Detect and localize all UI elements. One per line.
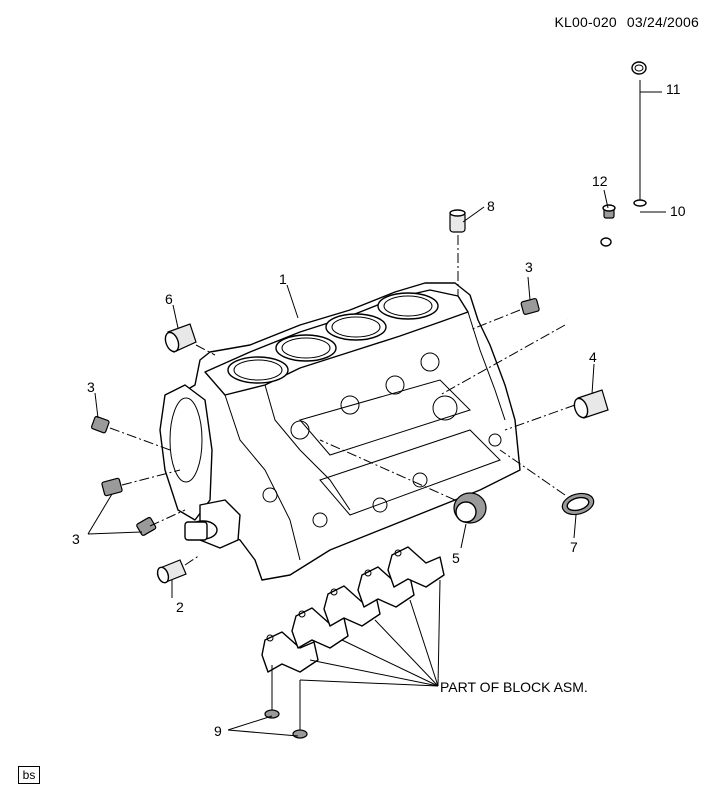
cap-bolts-9 — [264, 665, 308, 739]
diagram-date: 03/24/2006 — [626, 14, 699, 30]
seal-5 — [453, 492, 487, 524]
plug-3-left-bottom — [136, 516, 157, 536]
callout-5: 5 — [452, 550, 460, 566]
dowel-pin-8 — [449, 209, 466, 233]
diagram-code: KL00-020 — [554, 14, 617, 30]
callout-4: 4 — [589, 349, 597, 365]
callouts: 1 8 6 3 3 3 2 4 5 7 11 12 10 9 PART OF B… — [72, 81, 686, 739]
diagram-header: KL00-020 03/24/2006 — [555, 14, 700, 30]
plug-3-right — [520, 297, 540, 315]
plug-3-left-top — [90, 415, 110, 434]
callout-8: 8 — [487, 198, 495, 214]
callout-10: 10 — [670, 203, 686, 219]
callout-9: 9 — [214, 723, 222, 739]
oring-7 — [561, 492, 595, 516]
bearing-caps — [261, 546, 445, 673]
callout-11: 11 — [666, 81, 681, 97]
bolt-12 — [602, 204, 616, 219]
footer-badge: bs — [18, 766, 40, 784]
dowel-pin-2 — [156, 559, 187, 584]
center-lines — [109, 235, 576, 566]
dipstick-tube-10 — [566, 199, 647, 321]
plug-3-left-middle — [101, 477, 123, 497]
callout-1: 1 — [279, 271, 287, 287]
note-part-of-block: PART OF BLOCK ASM. — [440, 679, 588, 695]
callout-7: 7 — [570, 539, 578, 555]
engine-block — [159, 282, 521, 581]
callout-6: 6 — [165, 291, 173, 307]
callout-3-left-top: 3 — [87, 379, 95, 395]
callout-12: 12 — [592, 173, 608, 189]
sleeve-4 — [573, 389, 609, 419]
callout-2: 2 — [176, 599, 184, 615]
leader-lines — [87, 91, 666, 737]
sleeve-6 — [164, 323, 197, 353]
callout-3-left-bottom: 3 — [72, 531, 80, 547]
dipstick-11 — [631, 61, 647, 200]
callout-3-right: 3 — [525, 259, 533, 275]
